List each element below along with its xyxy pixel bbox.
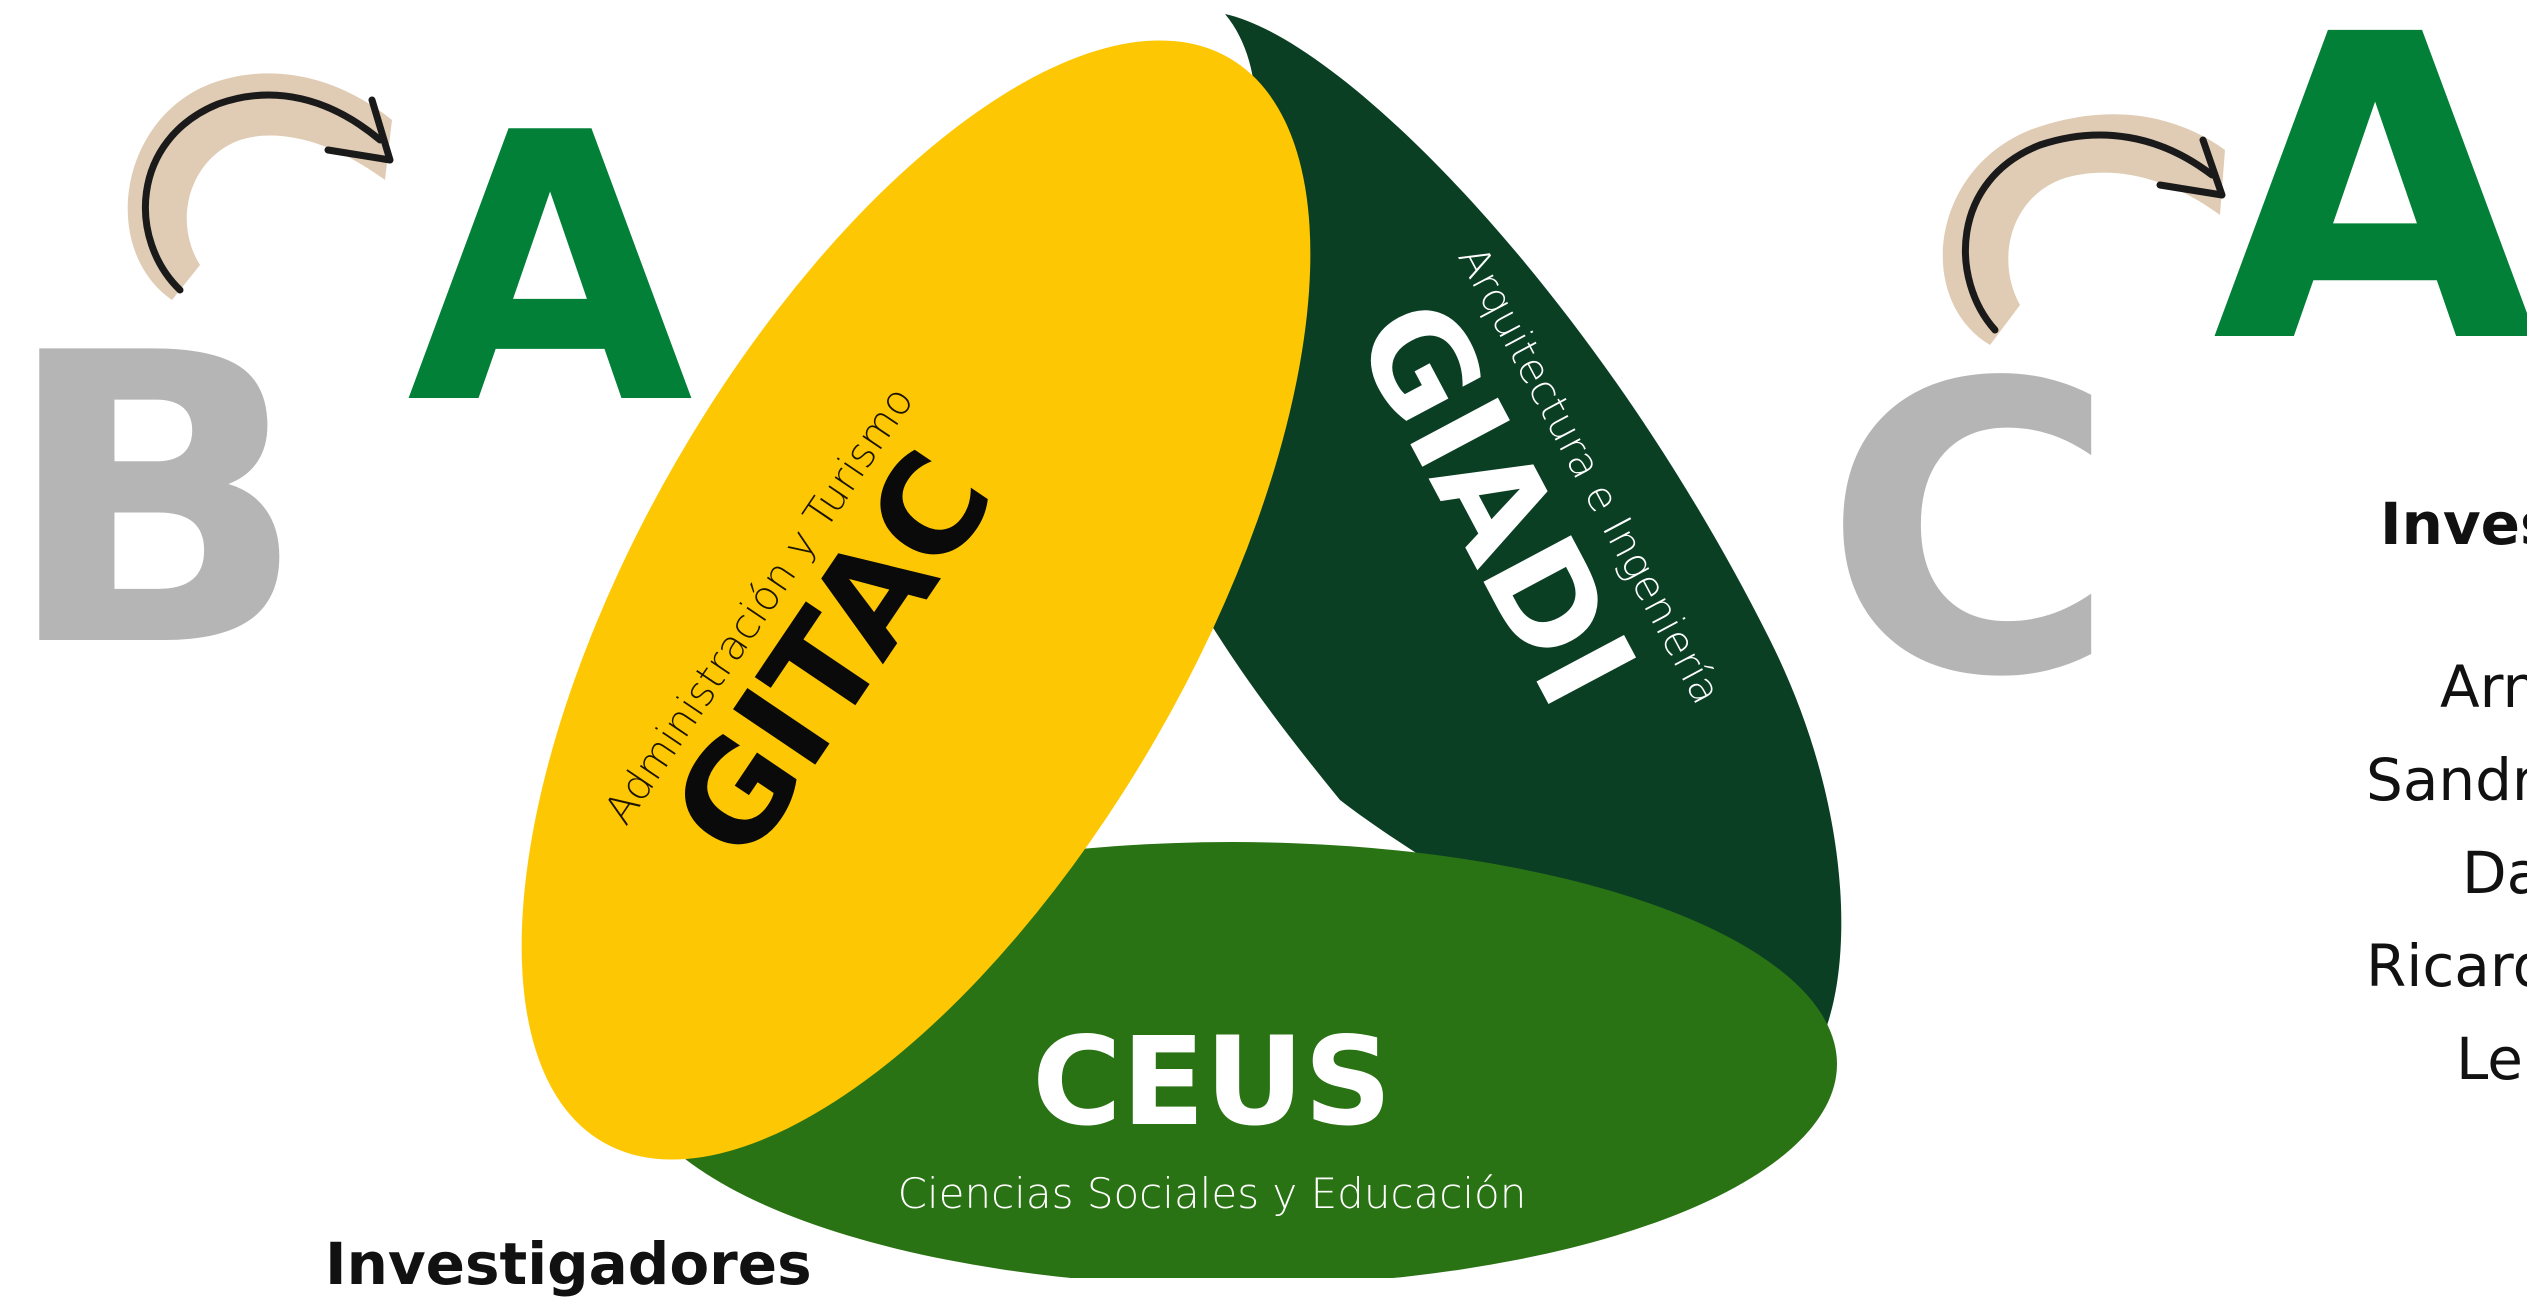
left-letter-b: B [3,270,308,735]
researcher-name: Le [2456,1025,2523,1093]
researcher-name: Ricard [2366,932,2527,1000]
right-researchers-heading: Inves [2380,490,2527,558]
segment-ceus-title: CEUS [1032,1011,1392,1153]
curved-arrow-icon [1942,114,2226,345]
right-researchers-panel: Inves [2380,490,2527,558]
segment-gitac-shape [521,40,1311,1160]
right-letter-a: A [2212,0,2527,436]
segment-ceus-subtitle: Ciencias Sociales y Educación [898,1169,1527,1218]
segment-giadi-shape [1150,14,1842,1070]
right-letter-c: C [1823,300,2117,765]
researcher-name: Sandr [2366,746,2527,814]
curved-arrow-icon [127,73,394,300]
researcher-name: Arna [2440,653,2527,721]
left-letter-a: A [407,56,696,486]
researcher-name: Da [2462,839,2527,907]
right-ladder: A C [1823,0,2527,765]
left-ladder: A B [3,56,696,735]
left-researchers-heading: Investigadores [325,1230,812,1298]
